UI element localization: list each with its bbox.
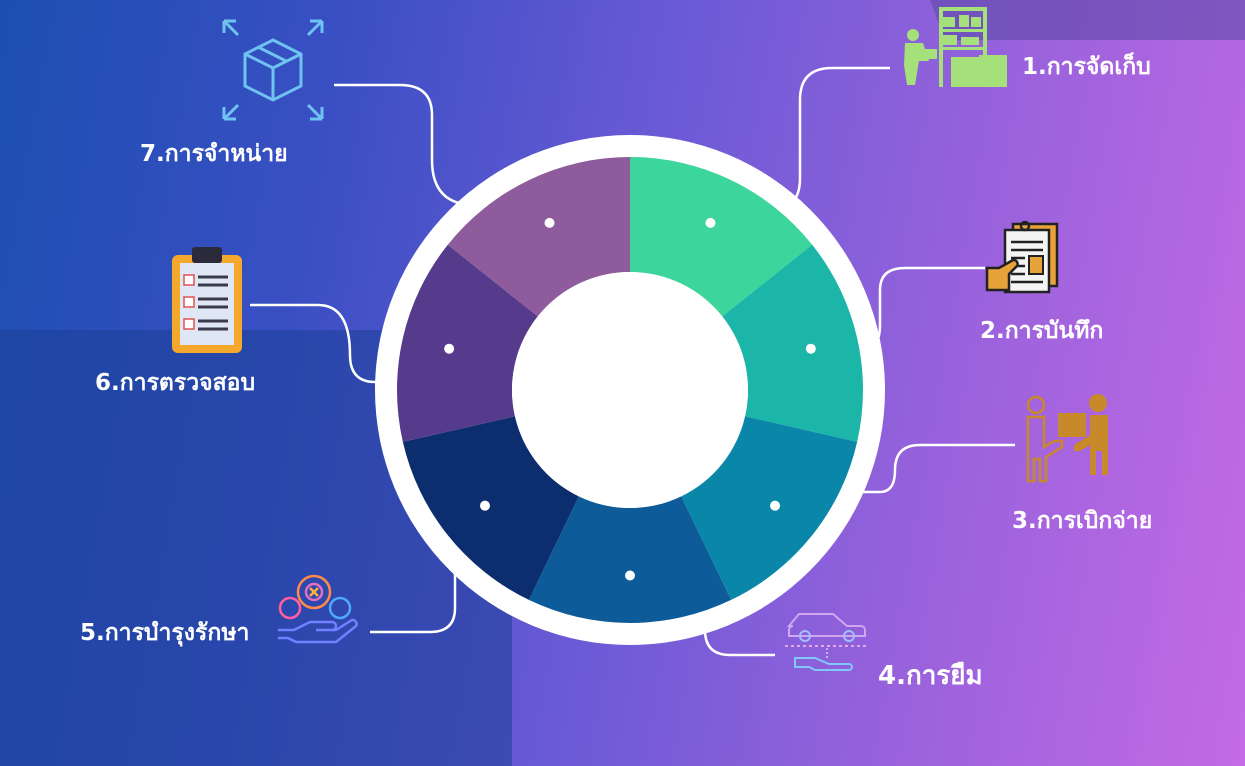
connector-dot-2 [805,343,816,354]
step-label-2: 2.การบันทึก [980,318,1104,344]
connector-dots [444,217,816,581]
car-lend-icon [785,613,867,671]
connector-6 [250,303,442,384]
gear-maintenance-icon [278,574,358,644]
step-label-4: 4.การยืม [878,661,983,691]
document-record-icon [985,220,1059,294]
corner-band [930,0,1245,40]
clipboard-checklist-icon [172,247,242,353]
warehouse-storage-icon [904,7,1007,87]
wheel-segment-1 [630,157,813,317]
wheel-segment-3 [681,416,858,600]
step-label-7: 7.การจำหน่าย [140,141,288,167]
connector-dot-4 [625,570,635,581]
handover-box-icon [1026,394,1108,483]
step-label-6: 6.การตรวจสอบ [95,370,256,396]
wheel-segment-2 [722,244,863,442]
connector-3 [790,443,1015,494]
wheel-segment-4 [528,496,732,623]
wheel-segment-5 [402,416,579,600]
connector-dot-1 [705,217,716,228]
wheel-segment-7 [447,157,630,317]
step-label-1: 1.การจัดเก็บ [1022,54,1151,80]
wheel-segment-6 [396,244,538,442]
step-label-3: 3.การเบิกจ่าย [1012,508,1153,534]
connector-dot-3 [770,500,781,511]
connector-dot-7 [544,217,555,228]
connector-dot-5 [479,500,490,511]
connector-dot-6 [444,343,455,354]
step-label-5: 5.การบำรุงรักษา [80,620,250,646]
box-distribute-icon [222,19,324,121]
wheel-center [512,272,748,508]
wheel-segments [396,157,863,623]
